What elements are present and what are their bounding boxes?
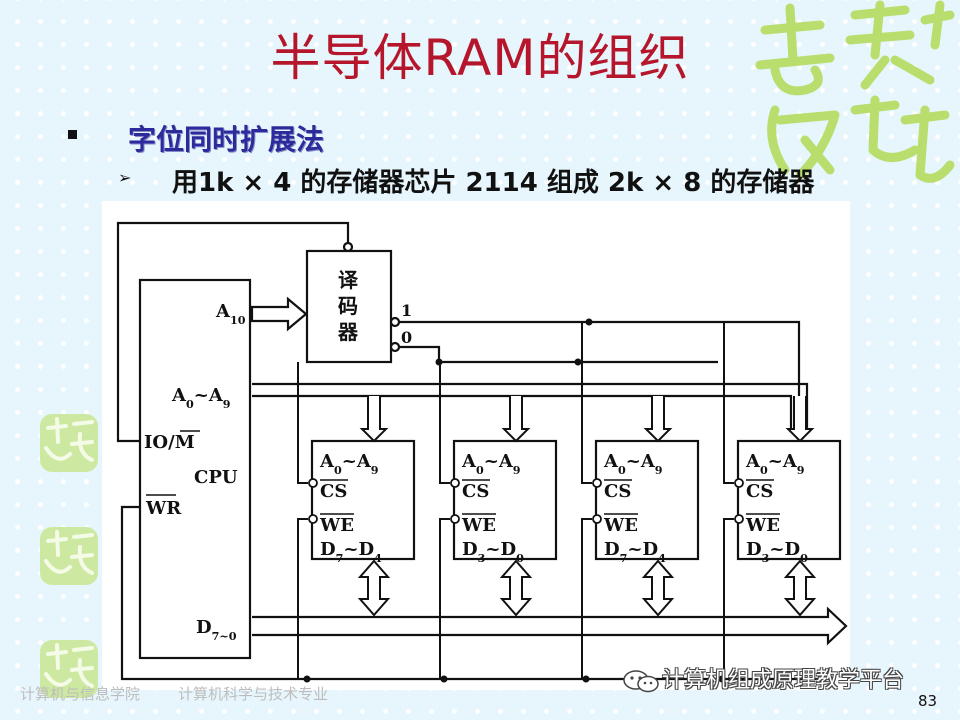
- cpu-address-label: A0~A9: [171, 385, 231, 411]
- we-bubble: [450, 514, 460, 524]
- page-number: 83: [918, 692, 938, 710]
- chip-cs-label: CS: [604, 481, 631, 502]
- we-wire: [581, 518, 592, 679]
- decoder-char: 器: [337, 320, 359, 344]
- footer-major: 计算机科学与技术专业: [178, 685, 329, 703]
- wechat-icon: [623, 670, 659, 693]
- data-double-arrow: [641, 559, 675, 617]
- data-double-arrow: [357, 559, 391, 617]
- cs-bubble: [592, 478, 602, 488]
- bullet-secondary-text: 用1k × 4 的存储器芯片 2114 组成 2k × 8 的存储器: [172, 168, 815, 198]
- chip-cs-label: CS: [462, 481, 489, 502]
- data-double-arrow: [783, 559, 817, 617]
- wr-label: WR: [145, 498, 182, 519]
- chip-data-label: D7~D4: [320, 539, 382, 565]
- io-m-wire: [116, 221, 350, 443]
- chip-we-label: WE: [461, 515, 496, 536]
- circuit-dots: [303, 318, 726, 683]
- we-bubble: [592, 514, 602, 524]
- square-bullet-icon: [68, 130, 77, 139]
- cs-bubble: [308, 478, 318, 488]
- wr-wire: [120, 505, 835, 681]
- we-wire: [439, 518, 450, 679]
- data-double-arrow: [499, 559, 533, 617]
- cpu-label: CPU: [194, 467, 238, 488]
- address-drop-arrow: [643, 396, 673, 443]
- decoder-char: 译: [338, 268, 359, 292]
- chip-address-label: A0~A9: [745, 451, 805, 477]
- cs-bubble: [734, 478, 744, 488]
- cs-wire: [439, 362, 450, 484]
- chip-box: [594, 439, 700, 561]
- auspicious-calligraphy-logo: [755, 0, 955, 183]
- auspicious-logo-small: [40, 527, 98, 585]
- we-wire: [723, 518, 734, 679]
- chip-address-label: A0~A9: [461, 451, 521, 477]
- we-bubble: [734, 514, 744, 524]
- footer-school: 计算机与信息学院: [20, 685, 141, 703]
- cpu-data-label: D7~0: [196, 617, 237, 643]
- bullet-primary-text: 字位同时扩展法: [128, 123, 325, 156]
- auspicious-logo-small: [40, 414, 98, 472]
- chip-box: [310, 439, 416, 561]
- cs-wire: [581, 322, 592, 484]
- chip-we-label: WE: [745, 515, 780, 536]
- chip-cs-label: CS: [746, 481, 773, 502]
- chip-box: [736, 439, 842, 561]
- address-drop-arrow: [785, 396, 815, 443]
- data-bus: [252, 606, 848, 646]
- a10-bus-arrow: [250, 296, 308, 332]
- decoder-char: 码: [338, 294, 358, 318]
- chip-address-label: A0~A9: [603, 451, 663, 477]
- auspicious-logo-small: [40, 640, 98, 698]
- cs-bubble: [450, 478, 460, 488]
- address-drop-arrow: [501, 396, 531, 443]
- arrow-bullet-icon: ➢: [118, 168, 132, 187]
- cs-wire: [723, 322, 734, 484]
- chip-cs-label: CS: [320, 481, 347, 502]
- chip-we-label: WE: [603, 515, 638, 536]
- chip-data-label: D7~D4: [604, 539, 666, 565]
- decoder-out0-wire: [399, 345, 718, 364]
- watermark: 计算机组成原理教学平台: [622, 662, 904, 694]
- watermark-text: 计算机组成原理教学平台: [662, 668, 905, 693]
- chip-box: [452, 439, 558, 561]
- io-m-label: IO/M: [144, 432, 195, 453]
- chip-data-label: D3~D0: [462, 539, 524, 565]
- decoder-out0-label: 0: [401, 328, 412, 347]
- a10-label: A10: [215, 301, 246, 327]
- we-wire: [297, 518, 308, 679]
- slide-title: 半导体RAM的组织: [270, 29, 690, 87]
- address-drop-arrow: [359, 396, 389, 443]
- chip-we-label: WE: [319, 515, 354, 536]
- chip-data-label: D3~D0: [746, 539, 808, 565]
- we-bubble: [308, 514, 318, 524]
- chip-address-label: A0~A9: [319, 451, 379, 477]
- cs-wire: [297, 362, 308, 484]
- decoder-out1-label: 1: [401, 301, 412, 320]
- cpu-block: [138, 278, 252, 660]
